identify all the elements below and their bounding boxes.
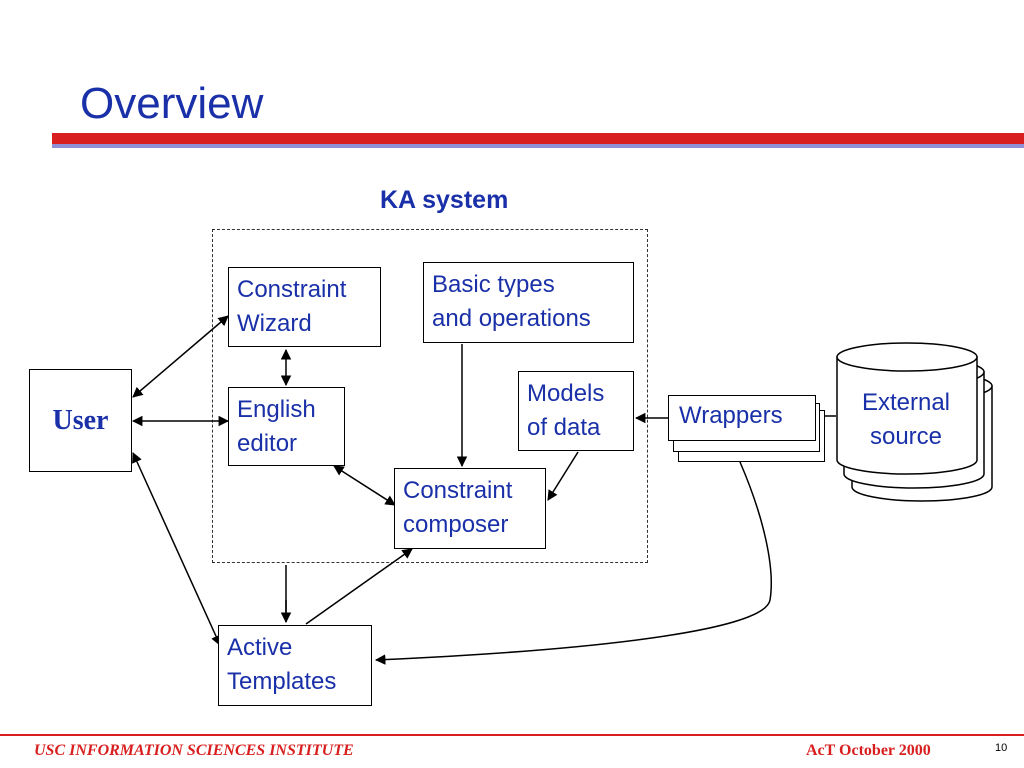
basic-types-box: Basic types and operations bbox=[423, 262, 634, 343]
ka-system-label: KA system bbox=[380, 186, 509, 214]
constraint-composer-line-2: composer bbox=[403, 510, 509, 538]
footer-event: AcT October 2000 bbox=[806, 742, 931, 759]
models-of-data-box: Models of data bbox=[518, 371, 634, 451]
english-editor-line-2: editor bbox=[237, 429, 298, 457]
english-editor-box: English editor bbox=[228, 387, 345, 466]
footer-rule bbox=[0, 734, 1024, 736]
cylinder-front bbox=[836, 342, 978, 475]
wrappers-box: Wrappers bbox=[668, 395, 816, 441]
models-of-data-line-2: of data bbox=[527, 413, 601, 441]
arrow-user-wizard bbox=[132, 315, 229, 398]
arrow-models-composer bbox=[547, 451, 579, 501]
user-box: User bbox=[29, 369, 132, 472]
english-editor-line-1: English bbox=[237, 396, 316, 423]
constraint-composer-box: Constraint composer bbox=[394, 468, 546, 549]
constraint-wizard-box: Constraint Wizard bbox=[228, 267, 381, 347]
title-rule-blue bbox=[52, 144, 1024, 148]
arrow-editor-composer bbox=[333, 465, 396, 506]
basic-types-line-2: and operations bbox=[432, 304, 591, 332]
arrow-templates-composer bbox=[305, 548, 413, 625]
external-source-line-1: External bbox=[861, 389, 951, 416]
page-number: 10 bbox=[995, 742, 1008, 754]
slide-title: Overview bbox=[80, 79, 264, 128]
arrow-wrappers-templates bbox=[374, 461, 772, 665]
title-rule-red bbox=[52, 133, 1024, 144]
active-templates-line-1: Active bbox=[227, 634, 293, 661]
wrappers-label: Wrappers bbox=[679, 402, 783, 429]
arrow-user-templates bbox=[132, 452, 221, 646]
basic-types-line-1: Basic types bbox=[432, 271, 555, 298]
external-source-label: External source bbox=[846, 386, 966, 453]
constraint-composer-line-1: Constraint bbox=[403, 477, 513, 504]
external-source-line-2: source bbox=[869, 422, 943, 450]
active-templates-line-2: Templates bbox=[227, 667, 337, 695]
footer-institute: USC INFORMATION SCIENCES INSTITUTE bbox=[34, 742, 354, 759]
constraint-wizard-line-2: Wizard bbox=[237, 309, 312, 337]
active-templates-box: Active Templates bbox=[218, 625, 372, 706]
models-of-data-line-1: Models bbox=[527, 380, 605, 407]
constraint-wizard-line-1: Constraint bbox=[237, 276, 347, 303]
